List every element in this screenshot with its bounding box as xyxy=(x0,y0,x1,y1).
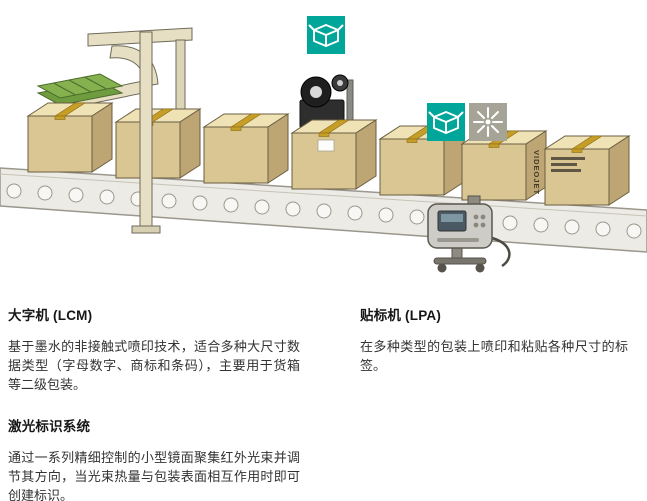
carton-box xyxy=(203,113,289,184)
section-body-lpa: 在多种类型的包装上喷印和粘贴各种尺寸的标签。 xyxy=(360,339,628,373)
section-title-laser: 激光标识系统 xyxy=(8,419,91,434)
lcm-printer xyxy=(427,195,511,273)
printed-code-marks xyxy=(551,157,585,172)
section-title-lpa: 贴标机 (LPA) xyxy=(360,308,442,323)
applied-label xyxy=(317,139,335,152)
left-column: 大字机 (LCM) 基于墨水的非接触式喷印技术，适合多种大尺寸数据类型（字母数字… xyxy=(8,304,300,501)
right-column: 贴标机 (LPA) 在多种类型的包装上喷印和粘贴各种尺寸的标签。 xyxy=(360,304,628,396)
packaging-line-svg: VIDEOJET xyxy=(0,27,647,273)
section-title-lcm: 大字机 (LCM) xyxy=(8,308,93,323)
carton-icon xyxy=(307,16,345,54)
printed-brand-text: VIDEOJET xyxy=(532,150,541,195)
carton-box xyxy=(27,102,113,173)
carton-box xyxy=(291,119,377,190)
carton-icon xyxy=(427,103,465,141)
laser-icon xyxy=(469,103,507,141)
packaging-line-illustration: VIDEOJET xyxy=(0,16,647,273)
case-packer-legs xyxy=(131,31,161,234)
section-body-laser: 通过一系列精细控制的小型镜面聚集红外光束并调节其方向，当光束热量与包装表面相互作… xyxy=(8,450,300,501)
carton-box xyxy=(115,108,201,179)
section-body-lcm: 基于墨水的非接触式喷印技术，适合多种大尺寸数据类型（字母数字、商标和条码），主要… xyxy=(8,339,300,392)
